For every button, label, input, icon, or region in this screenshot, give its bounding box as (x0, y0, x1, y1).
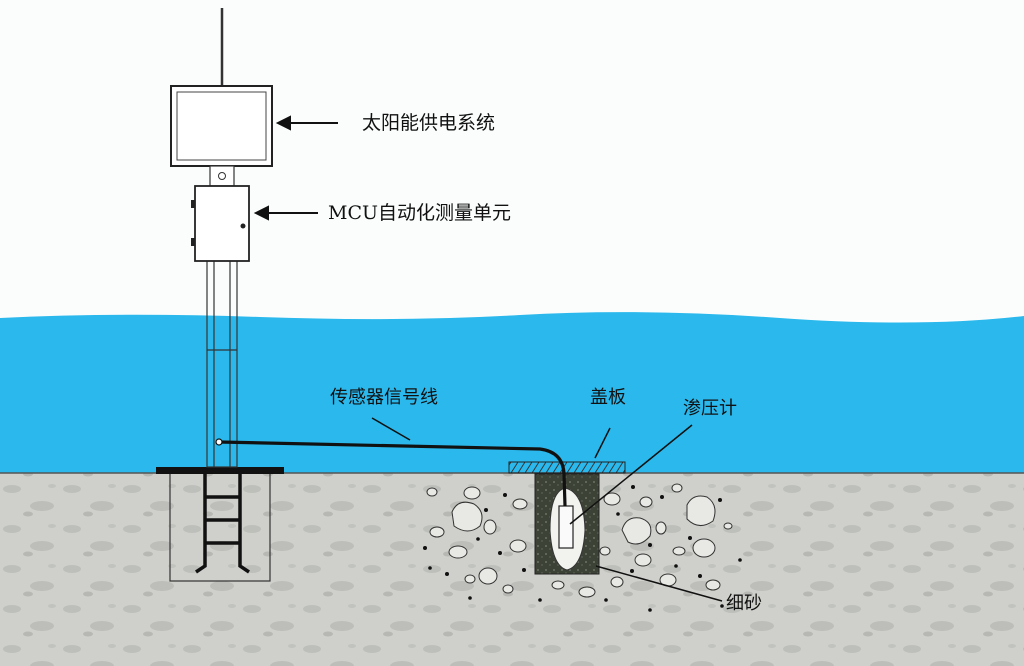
piezometer-sensor (558, 505, 574, 549)
label-piezometer: 渗压计 (683, 398, 737, 419)
leader-fine-sand (595, 565, 723, 602)
mount-bolt (218, 172, 226, 180)
sensor-signal-cable (218, 440, 567, 507)
arrow-mcu (253, 205, 318, 221)
cable-entry-point (215, 438, 223, 446)
water-layer (0, 312, 1024, 474)
leader-cover-plate (594, 427, 611, 459)
sky-background (0, 0, 1024, 320)
label-signal-line: 传感器信号线 (330, 387, 438, 408)
label-mcu-unit: MCU自动化测量单元 (328, 202, 512, 224)
mcu-box (191, 185, 250, 262)
gravel-aggregate (426, 483, 733, 598)
label-cover-plate: 盖板 (590, 387, 626, 408)
label-fine-sand: 细砂 (726, 593, 762, 614)
panel-mount (209, 165, 235, 187)
base-plate (156, 467, 284, 474)
ground-layer (0, 473, 1024, 666)
cover-plate (508, 461, 626, 474)
solar-panel (170, 85, 273, 167)
foundation-rebar-cage (195, 474, 250, 574)
leader-signal-line (371, 417, 411, 441)
leader-piezometer (569, 424, 693, 525)
label-solar-power-system: 太阳能供电系统 (362, 112, 496, 134)
arrow-solar (275, 115, 338, 131)
